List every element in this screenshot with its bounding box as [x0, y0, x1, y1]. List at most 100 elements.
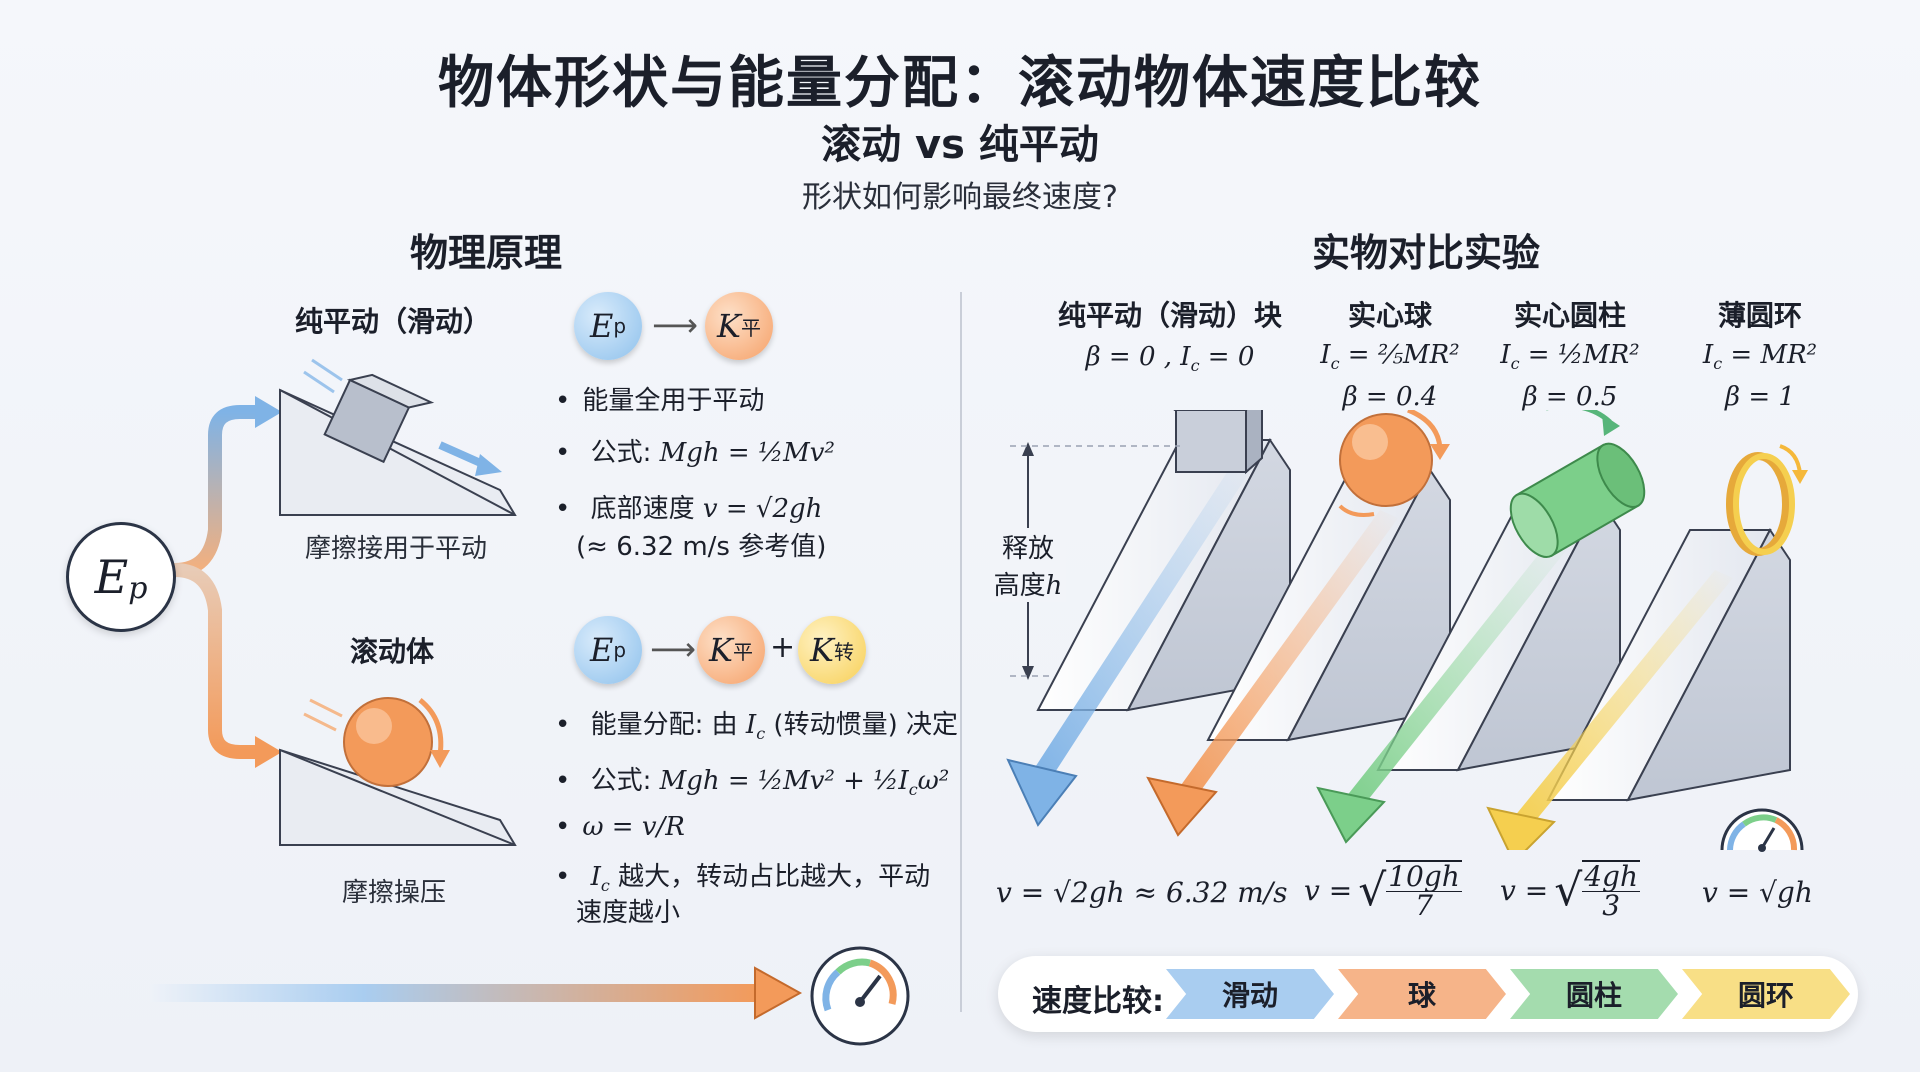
sliding-motion-arrow	[438, 441, 487, 469]
rolling-k2-sub: 转	[833, 639, 854, 664]
object-4-line1-sub: c	[1713, 354, 1723, 374]
rolling-bullet-1-ic: I	[745, 710, 757, 740]
speed-formula-hoop: v = √gh	[1702, 876, 1813, 909]
rolling-label: 滚动体	[350, 635, 435, 668]
trail-orange	[1176, 510, 1398, 800]
rolling-k2-symbol: K	[810, 631, 834, 669]
right-heading: 实物对比实验	[1312, 231, 1541, 275]
rolling-bullet-4-text: 越大，转动占比越大，平动	[618, 862, 931, 892]
speed-formula-sphere: v = √ 10gh 7	[1304, 860, 1462, 922]
page-subtitle: 滚动 vs 纯平动	[821, 122, 1099, 168]
trail-yellow	[1510, 570, 1733, 830]
ramps-illustration	[1006, 410, 1808, 850]
sliding-block	[323, 373, 435, 464]
rolling-bullet-2-formula: Mgh = ½Mv² + ½I	[659, 766, 909, 796]
object-2-params: Ic = ⅖MR²	[1300, 340, 1480, 373]
object-2-line1-tail: = ⅖MR²	[1339, 340, 1460, 370]
sliding-caption: 摩擦接用于平动	[305, 534, 488, 564]
sliding-k-sub: 平	[740, 315, 761, 340]
rolling-k1-symbol: K	[709, 631, 733, 669]
sliding-bullet-2: 公式: Mgh = ½Mv²	[555, 432, 835, 469]
rolling-ramp-figure	[279, 697, 517, 846]
rolling-bullet-2-sub: c	[908, 780, 918, 800]
rolling-bullet-2: 公式: Mgh = ½Mv² + ½Icω²	[555, 760, 950, 800]
chevron-sliding-label: 滑动	[1221, 979, 1278, 1012]
page-question: 形状如何影响最终速度?	[802, 180, 1118, 215]
object-1-name: 纯平动（滑动）块	[1057, 299, 1282, 332]
speed-formula-cylinder-num: 4gh	[1582, 860, 1641, 893]
chevron-hoop: 圆环	[1682, 969, 1850, 1019]
sliding-bullet-3-formula: v = √2gh	[702, 494, 823, 524]
object-3-beta: β = 0.5	[1522, 382, 1618, 412]
sliding-ep-symbol: E	[589, 307, 614, 345]
sliding-bullet-3-prefix: 底部速度	[590, 494, 695, 524]
section-divider	[960, 292, 962, 1012]
rolling-k1-sub: 平	[732, 639, 753, 664]
object-1-params: β = 0 , Ic = 0	[1040, 342, 1300, 375]
chevron-sliding: 滑动	[1166, 969, 1334, 1019]
sliding-bullet-1: 能量全用于平动	[555, 380, 764, 417]
cylinder-object	[1509, 442, 1646, 558]
ep-node-sub: p	[128, 570, 148, 606]
object-1-line1: β = 0 , I	[1085, 342, 1191, 372]
rolling-ep-sub: p	[613, 638, 627, 662]
upper-branch-arrow	[168, 405, 262, 577]
rolling-ball	[343, 697, 433, 787]
upper-branch-arrowhead	[255, 396, 282, 428]
sliding-bullet-3: 底部速度 v = √2gh	[555, 488, 823, 525]
object-1-line1-sub: c	[1190, 356, 1200, 376]
rolling-bullet-1-prefix: 能量分配: 由	[590, 710, 738, 740]
speedometer-icon-right	[1720, 808, 1804, 852]
sliding-bullet-2-formula: Mgh = ½Mv²	[659, 438, 835, 468]
object-4-params: Ic = MR²	[1670, 340, 1850, 373]
object-2-line1-sub: c	[1330, 354, 1340, 374]
chevron-sphere-label: 球	[1407, 979, 1436, 1012]
ep-branch-diagram	[168, 396, 282, 768]
sliding-k-symbol: K	[717, 307, 741, 345]
speed-formula-cylinder-v: v =	[1500, 873, 1549, 907]
object-3-line1-tail: = ½MR²	[1519, 340, 1640, 370]
rolling-bullet-1: 能量分配: 由 Ic (转动惯量) 决定	[555, 704, 958, 743]
rolling-bullet-4-text2: 速度越小	[576, 898, 681, 928]
object-3-line1: I	[1500, 340, 1511, 370]
left-heading: 物理原理	[410, 231, 563, 275]
rolling-bullet-2-tail: ω²	[917, 766, 950, 796]
chevron-cylinder: 圆柱	[1510, 969, 1678, 1019]
speed-formula-block: v = √2gh ≈ 6.32 m/s	[996, 876, 1288, 909]
speed-comparison-chevrons: 滑动 球 圆柱 圆环	[1166, 969, 1850, 1019]
rolling-rotation-arrow	[418, 698, 444, 756]
object-2-beta: β = 0.4	[1342, 382, 1438, 412]
release-height-label: 释放 高度h	[990, 528, 1066, 602]
lower-branch-arrow	[168, 563, 262, 759]
rolling-bullet-1-suffix: (转动惯量) 决定	[773, 710, 958, 740]
rolling-bullet-3: ω = v/R	[555, 812, 685, 842]
object-2-name: 实心球	[1347, 299, 1432, 332]
release-h: h	[1045, 571, 1063, 601]
lower-branch-arrowhead	[255, 736, 282, 768]
rolling-bullet-4-ic-sub: c	[600, 876, 610, 896]
object-3-name: 实心圆柱	[1513, 299, 1626, 332]
page-title: 物体形状与能量分配：滚动物体速度比较	[438, 51, 1482, 116]
object-3-params: Ic = ½MR²	[1480, 340, 1660, 373]
chevron-cylinder-label: 圆柱	[1565, 979, 1622, 1012]
ep-node-symbol: E	[94, 550, 129, 604]
speed-formula-cylinder: v = √ 4gh 3	[1500, 860, 1641, 922]
rolling-flow-arrow: ⟶	[650, 630, 696, 668]
sliding-ramp-figure	[279, 358, 517, 516]
release-label-1: 释放	[1001, 534, 1054, 564]
release-label-2: 高度	[993, 571, 1046, 601]
rolling-plus: +	[770, 630, 796, 665]
object-2-line1: I	[1320, 340, 1331, 370]
speed-formula-sphere-num: 10gh	[1386, 860, 1462, 893]
rolling-bullet-1-ic-sub: c	[756, 724, 766, 744]
sliding-flow-arrow: ⟶	[652, 306, 698, 344]
object-4-line1-tail: = MR²	[1722, 340, 1818, 370]
block-object	[1173, 410, 1263, 475]
hoop-object	[1726, 444, 1808, 556]
speed-comparison-label: 速度比较:	[1032, 984, 1164, 1019]
rolling-bullet-4-ic: I	[590, 862, 601, 892]
